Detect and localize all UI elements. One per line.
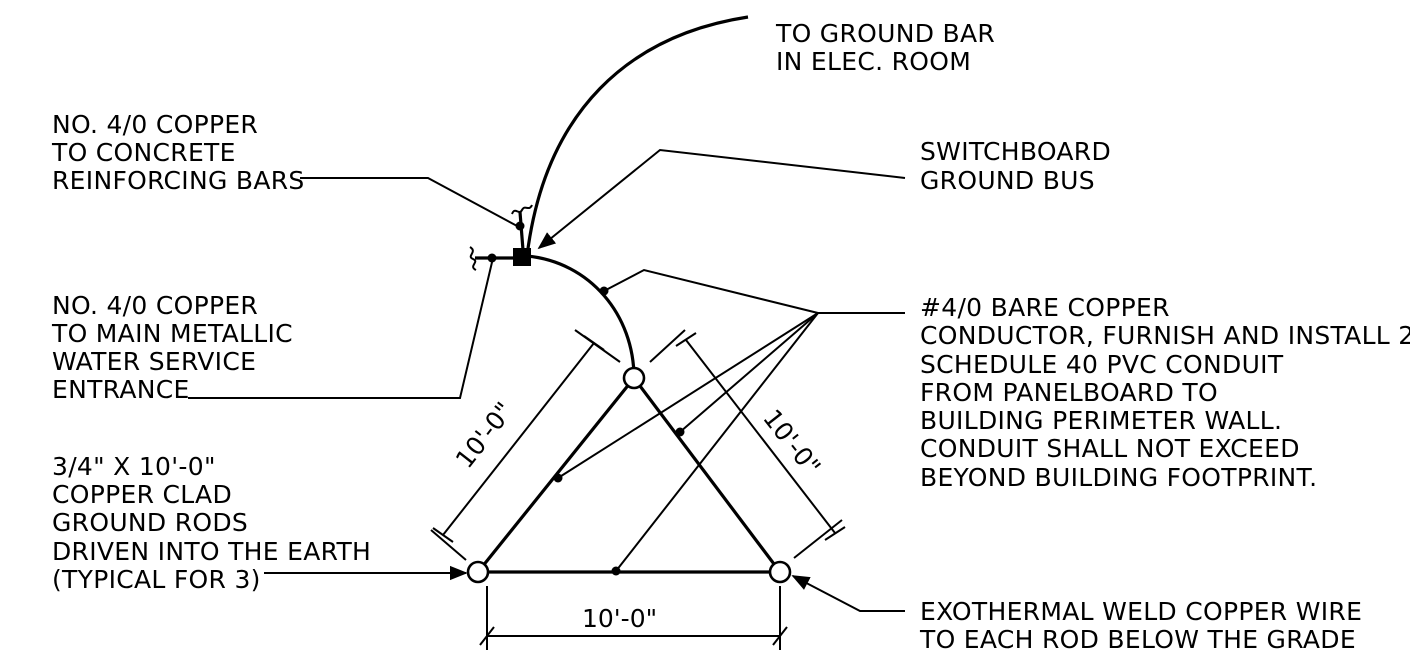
break-symbol-water xyxy=(469,246,477,271)
leader-bare-copper-4 xyxy=(615,312,819,572)
leader-water-service xyxy=(188,257,494,399)
dimension-bottom: 10'-0" xyxy=(582,604,657,633)
label-ground-bar: TO GROUND BAR IN ELEC. ROOM xyxy=(775,19,1003,76)
junction-dot xyxy=(675,427,685,437)
ground-rod-right xyxy=(768,560,792,584)
ground-rod-left xyxy=(466,560,490,584)
dimension-tick xyxy=(772,626,788,646)
dimension-left: 10'-0" xyxy=(450,397,519,474)
junction-dot xyxy=(599,286,609,296)
leader-bare-copper-2 xyxy=(557,312,819,479)
junction-dot xyxy=(515,221,525,231)
dimension-extension xyxy=(793,519,843,559)
label-bare-copper-conductor: #4/0 BARE COPPER CONDUCTOR, FURNISH AND … xyxy=(920,293,1410,492)
label-copper-to-water-service: NO. 4/0 COPPER TO MAIN METALLIC WATER SE… xyxy=(51,291,301,404)
dimension-tick xyxy=(675,332,697,347)
dimension-tick xyxy=(432,527,454,543)
dimension-line-left xyxy=(442,342,595,536)
wire-to-ground-bar xyxy=(525,15,749,257)
label-exothermal-weld: EXOTHERMAL WELD COPPER WIRE TO EACH ROD … xyxy=(919,597,1370,654)
conductor-rebar-stub xyxy=(518,211,525,251)
leader-bare-copper-3 xyxy=(679,312,819,433)
label-ground-rods: 3/4" X 10'-0" COPPER CLAD GROUND RODS DR… xyxy=(52,452,379,594)
leader-rebar xyxy=(300,177,520,228)
dimension-line-right xyxy=(685,339,836,534)
triangle-side-right xyxy=(632,377,782,573)
leader-switchboard xyxy=(537,148,906,250)
break-symbol-rebar xyxy=(511,204,533,215)
ground-rod-top xyxy=(622,366,646,390)
dimension-extension xyxy=(649,329,686,363)
leader-exothermal xyxy=(791,575,905,612)
junction-dot xyxy=(611,566,621,576)
dimension-tick xyxy=(824,526,846,541)
conductor-bus-to-rod xyxy=(526,254,636,379)
dimension-extension xyxy=(430,529,467,561)
junction-dot xyxy=(553,473,563,483)
label-copper-to-rebar: NO. 4/0 COPPER TO CONCRETE REINFORCING B… xyxy=(51,110,305,195)
dimension-right: 10'-0" xyxy=(757,404,826,481)
dimension-tick xyxy=(583,335,605,351)
label-switchboard-ground-bus: SWITCHBOARD GROUND BUS xyxy=(920,137,1119,195)
junction-dot xyxy=(487,253,497,263)
dimension-tick xyxy=(479,626,495,646)
leader-bare-copper-1 xyxy=(603,268,819,314)
switchboard-ground-bus xyxy=(513,248,531,266)
